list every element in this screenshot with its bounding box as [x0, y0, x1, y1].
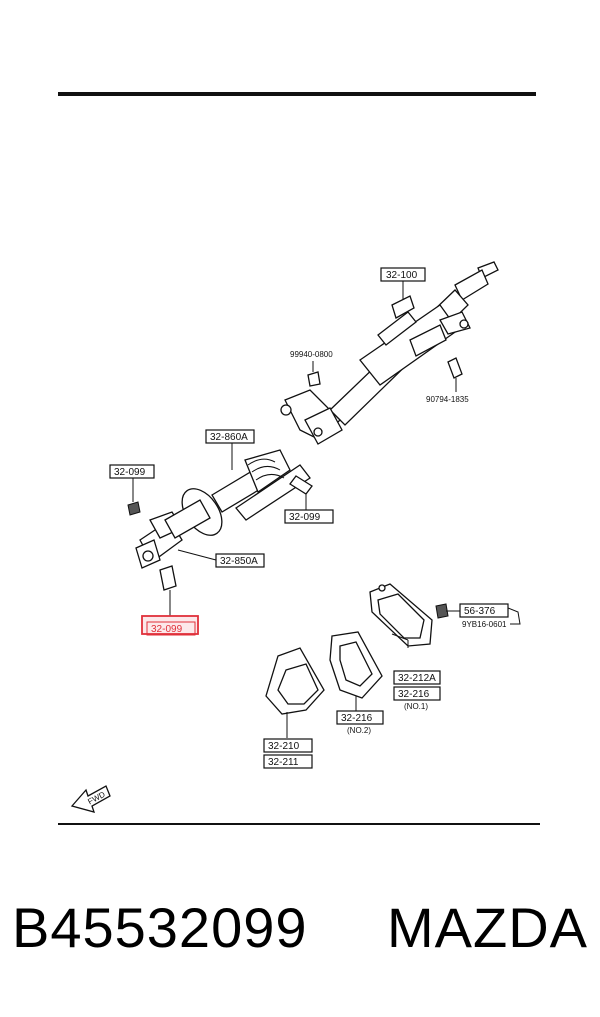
caption: B45532099 MAZDA	[0, 895, 600, 985]
label-32-216-no1: 32-216 (NO.1)	[393, 686, 441, 711]
fwd-arrow-icon: FWD	[70, 785, 111, 813]
brand-name: MAZDA	[387, 896, 588, 959]
svg-text:32-212A: 32-212A	[398, 673, 436, 684]
label-32-216-no2: 32-216 (NO.2)	[336, 710, 384, 735]
label-99940-0800: 99940-0800	[290, 350, 333, 359]
label-32-212a: 32-212A	[393, 670, 441, 685]
svg-text:32-210: 32-210	[268, 741, 300, 752]
gasket-32-216-no2	[329, 631, 383, 712]
svg-text:32-099: 32-099	[289, 512, 321, 523]
svg-text:32-211: 32-211	[268, 757, 299, 768]
part-number: B45532099	[12, 896, 308, 959]
bolt-upper-left	[127, 478, 141, 516]
label-32-099-highlighted: 32-099	[141, 615, 199, 636]
svg-text:(NO.2): (NO.2)	[347, 726, 371, 735]
label-9yb16-0601: 9YB16-0601	[462, 620, 507, 629]
svg-text:32-100: 32-100	[386, 270, 418, 281]
label-32-850a: 32-850A	[215, 553, 265, 568]
steering-column-diagram: 32-100 99940-0800 90794-1835 32-860A 32-…	[58, 92, 540, 825]
svg-text:32-099: 32-099	[151, 624, 183, 635]
bolt-right	[289, 475, 313, 510]
boot-32-210	[265, 647, 325, 738]
label-32-211: 32-211	[263, 754, 313, 769]
svg-text:56-376: 56-376	[464, 606, 496, 617]
label-32-100: 32-100	[380, 267, 426, 282]
label-90794-1835: 90794-1835	[426, 395, 469, 404]
nut-99940	[307, 361, 321, 387]
svg-text:32-850A: 32-850A	[220, 556, 258, 567]
svg-text:32-216: 32-216	[341, 713, 373, 724]
svg-text:32-099: 32-099	[114, 467, 146, 478]
label-56-376: 56-376	[459, 603, 509, 618]
cover-32-212a	[369, 583, 460, 647]
bolt-lower	[159, 565, 177, 616]
svg-text:32-860A: 32-860A	[210, 432, 248, 443]
svg-text:(NO.1): (NO.1)	[404, 702, 428, 711]
label-32-210: 32-210	[263, 738, 313, 753]
universal-joint-32-850a	[135, 499, 211, 569]
label-32-099-right: 32-099	[284, 509, 334, 524]
svg-text:32-216: 32-216	[398, 689, 430, 700]
label-32-099-upper-left: 32-099	[109, 464, 155, 479]
steering-column-assembly	[235, 261, 499, 521]
label-32-860a: 32-860A	[205, 429, 255, 444]
bolt-90794	[447, 357, 463, 392]
